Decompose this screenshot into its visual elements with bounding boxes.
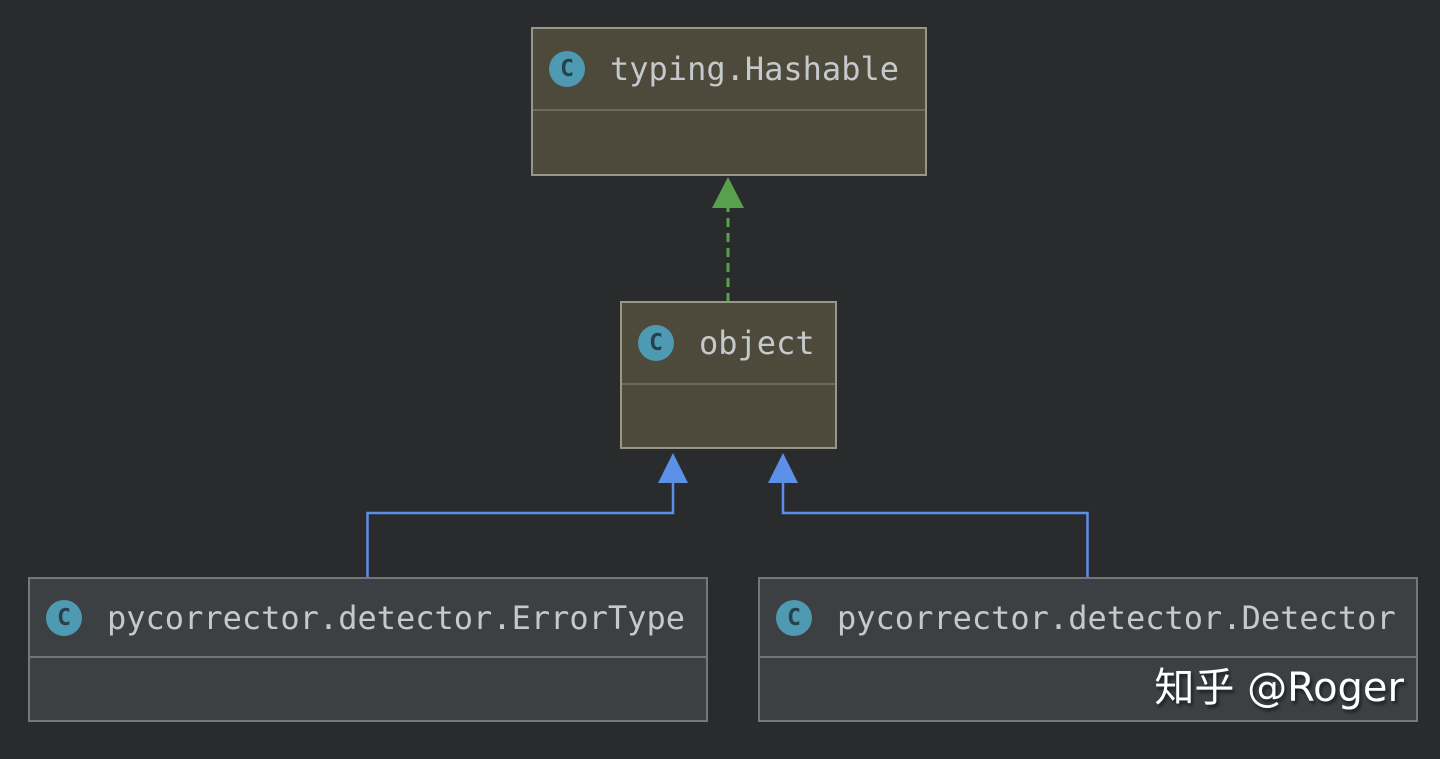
class-node-header: C pycorrector.detector.Detector bbox=[760, 579, 1416, 656]
class-node-typing-hashable[interactable]: C typing.Hashable bbox=[531, 27, 927, 176]
edge-inheritance-arrowhead-icon bbox=[768, 453, 798, 483]
edge-realization-object-to-hashable[interactable] bbox=[712, 177, 744, 302]
class-node-members-section bbox=[622, 383, 835, 447]
edge-inheritance-line bbox=[366, 482, 675, 577]
class-node-header: C pycorrector.detector.ErrorType bbox=[30, 579, 706, 656]
edge-inheritance-arrowhead-icon bbox=[658, 453, 688, 483]
class-node-label: object bbox=[699, 324, 815, 362]
class-node-object[interactable]: C object bbox=[620, 301, 837, 449]
watermark-text: 知乎 @Roger bbox=[1154, 665, 1404, 711]
class-icon: C bbox=[46, 599, 82, 636]
class-node-header: C object bbox=[622, 303, 835, 383]
class-icon: C bbox=[638, 325, 674, 361]
class-icon: C bbox=[776, 599, 812, 636]
class-node-label: pycorrector.detector.Detector bbox=[837, 598, 1396, 637]
class-icon: C bbox=[549, 51, 585, 87]
edge-inheritance-line bbox=[781, 482, 1089, 577]
class-node-pycorrector-detector-detector[interactable]: C pycorrector.detector.Detector bbox=[758, 577, 1418, 722]
class-node-pycorrector-detector-errortype[interactable]: C pycorrector.detector.ErrorType bbox=[28, 577, 708, 722]
edge-inheritance-detector-to-object[interactable] bbox=[768, 453, 1089, 577]
class-node-members-section bbox=[30, 656, 706, 720]
class-node-members-section bbox=[760, 656, 1416, 720]
edge-realization-arrowhead-icon bbox=[712, 177, 744, 208]
class-node-header: C typing.Hashable bbox=[533, 29, 925, 109]
class-node-label: typing.Hashable bbox=[610, 50, 899, 88]
class-node-members-section bbox=[533, 109, 925, 174]
edge-inheritance-errortype-to-object[interactable] bbox=[366, 453, 689, 577]
class-node-label: pycorrector.detector.ErrorType bbox=[107, 598, 685, 637]
